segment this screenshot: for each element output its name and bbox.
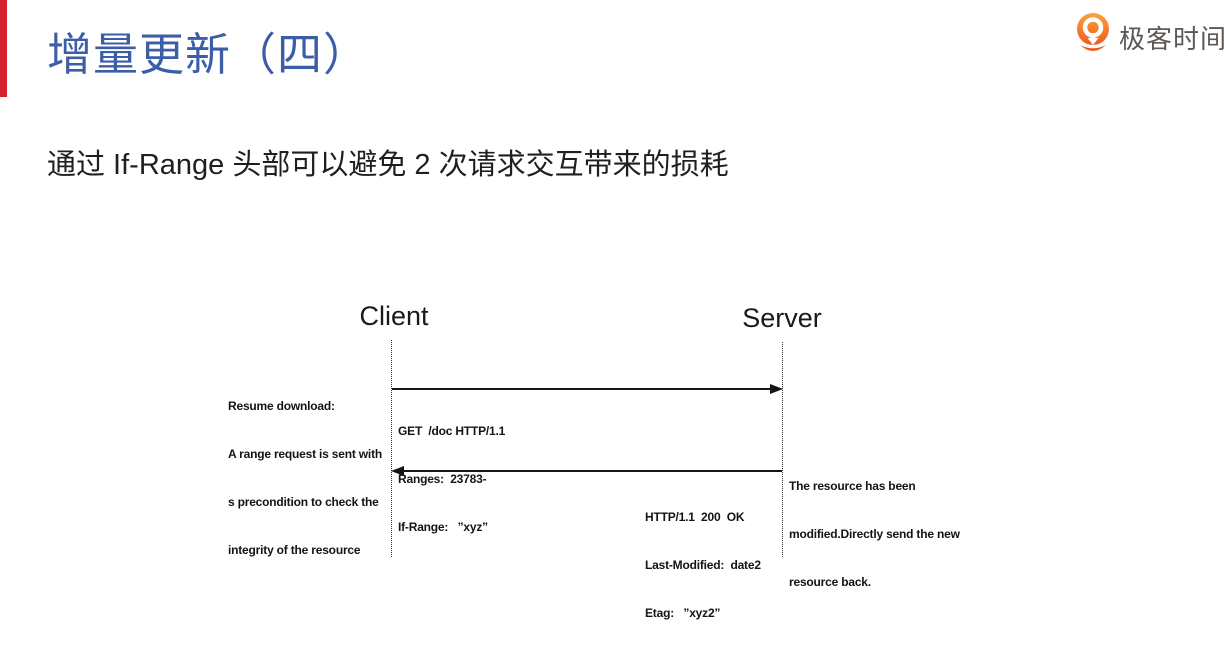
server-note-line: modified.Directly send the new bbox=[789, 527, 960, 541]
page-title: 增量更新（四） bbox=[47, 29, 370, 80]
server-note: The resource has been modified.Directly … bbox=[789, 446, 960, 622]
client-note-line: Resume download: bbox=[228, 399, 335, 413]
request-message-line: Ranges: 23783- bbox=[398, 472, 487, 486]
response-message-line: Last-Modified: date2 bbox=[645, 558, 761, 572]
server-actor-label: Server bbox=[742, 303, 822, 333]
server-note-line: The resource has been bbox=[789, 479, 916, 493]
request-message: GET /doc HTTP/1.1 Ranges: 23783- If-Rang… bbox=[398, 391, 505, 567]
geektime-logo-icon bbox=[1074, 12, 1114, 63]
arrowhead-left-icon bbox=[391, 465, 404, 476]
slide-subtitle: 通过 If-Range 头部可以避免 2 次请求交互带来的损耗 bbox=[47, 149, 729, 181]
server-note-line: resource back. bbox=[789, 575, 871, 589]
request-message-line: GET /doc HTTP/1.1 bbox=[398, 424, 506, 438]
geektime-logo: 极客时间 bbox=[1074, 12, 1224, 63]
red-accent-bar bbox=[0, 0, 7, 97]
response-message-line: HTTP/1.1 200 OK bbox=[645, 510, 745, 524]
client-note-line: integrity of the resource bbox=[228, 543, 361, 557]
client-note-line: A range request is sent with bbox=[228, 447, 382, 461]
client-actor-label: Client bbox=[359, 301, 429, 331]
response-message: HTTP/1.1 200 OK Last-Modified: date2 Eta… bbox=[645, 477, 761, 653]
arrowhead-right-icon bbox=[770, 383, 783, 394]
request-message-line: If-Range: ”xyz” bbox=[398, 520, 488, 534]
client-note: Resume download: A range request is sent… bbox=[228, 366, 382, 590]
client-note-line: s precondition to check the bbox=[228, 495, 379, 509]
request-arrow-shaft bbox=[392, 388, 772, 390]
response-message-line: Etag: ”xyz2” bbox=[645, 606, 721, 620]
server-lifeline bbox=[782, 342, 783, 557]
client-lifeline bbox=[391, 340, 392, 557]
geektime-logo-text: 极客时间 bbox=[1119, 24, 1224, 54]
response-arrow-shaft bbox=[402, 470, 782, 472]
